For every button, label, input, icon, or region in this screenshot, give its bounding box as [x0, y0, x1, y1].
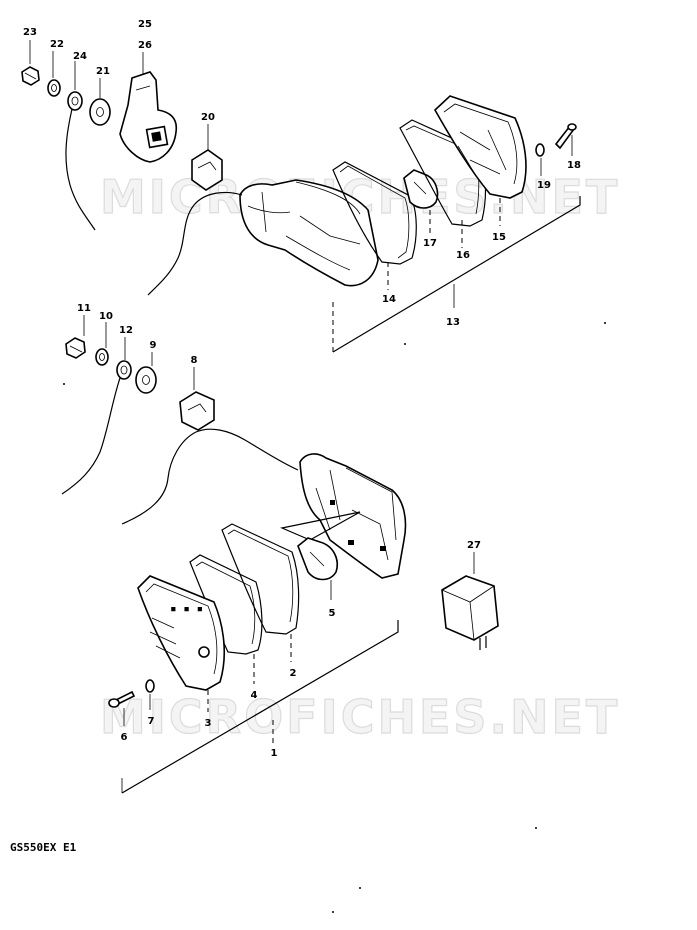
- washer-9[interactable]: [135, 366, 157, 394]
- lens-3[interactable]: ▪ ▪ ▪: [137, 575, 226, 691]
- callout-12: 12: [119, 325, 133, 336]
- callout-1: 1: [271, 748, 278, 759]
- lock-washer-10[interactable]: [95, 348, 109, 366]
- gasket-4[interactable]: [189, 554, 263, 655]
- callout-19: 19: [537, 180, 551, 191]
- callout-25: 25: [138, 19, 152, 30]
- nut-23[interactable]: [21, 66, 40, 86]
- nut-11[interactable]: [65, 337, 86, 359]
- svg-text:▪ ▪ ▪: ▪ ▪ ▪: [170, 602, 203, 615]
- bulb-5[interactable]: [297, 537, 338, 581]
- callout-22: 22: [50, 39, 64, 50]
- scan-specks: [63, 322, 606, 913]
- callout-15: 15: [492, 232, 506, 243]
- watermark-top: MICROFICHES.NET: [100, 170, 620, 224]
- callout-21: 21: [96, 66, 110, 77]
- callout-13: 13: [446, 317, 460, 328]
- screw-6[interactable]: [108, 690, 136, 708]
- flasher-relay-27[interactable]: [441, 552, 499, 650]
- callout-11: 11: [77, 303, 91, 314]
- washer-12[interactable]: [116, 360, 132, 380]
- callout-9: 9: [150, 340, 157, 351]
- callout-6: 6: [121, 732, 128, 743]
- turn-signal-housing[interactable]: [239, 179, 379, 287]
- washer-21[interactable]: [89, 98, 111, 126]
- watermark-bottom: MICROFICHES.NET: [100, 690, 620, 744]
- washer-7[interactable]: [145, 679, 155, 693]
- callout-27: 27: [467, 540, 481, 551]
- callout-2: 2: [290, 668, 297, 679]
- lock-washer-22[interactable]: [47, 79, 61, 97]
- callout-14: 14: [382, 294, 396, 305]
- callout-16: 16: [456, 250, 470, 261]
- callout-labels: 23 22 24 21 25 26 20 14 17 16 15 19 18 1…: [23, 19, 581, 759]
- lower-turn-signal-assembly: ▪ ▪ ▪: [61, 315, 407, 794]
- callout-20: 20: [201, 112, 215, 123]
- callout-17: 17: [423, 238, 437, 249]
- callout-5: 5: [329, 608, 336, 619]
- callout-8: 8: [191, 355, 198, 366]
- gasket-2[interactable]: [221, 523, 300, 635]
- callout-23: 23: [23, 27, 37, 38]
- bulb-17[interactable]: [403, 169, 439, 209]
- callout-3: 3: [205, 718, 212, 729]
- washer-24[interactable]: [67, 91, 83, 111]
- bracket-25-26[interactable]: [119, 71, 178, 163]
- model-code-label: GS550EX E1: [10, 841, 77, 854]
- grommet-8[interactable]: [179, 391, 215, 431]
- lens-15[interactable]: [433, 95, 527, 199]
- screw-18[interactable]: [554, 123, 577, 150]
- upper-turn-signal-assembly: [21, 40, 581, 353]
- callout-7: 7: [148, 716, 155, 727]
- callout-24: 24: [73, 51, 87, 62]
- callout-4: 4: [251, 690, 258, 701]
- callout-26: 26: [138, 40, 152, 51]
- callout-18: 18: [567, 160, 581, 171]
- callout-10: 10: [99, 311, 113, 322]
- washer-19[interactable]: [535, 143, 545, 157]
